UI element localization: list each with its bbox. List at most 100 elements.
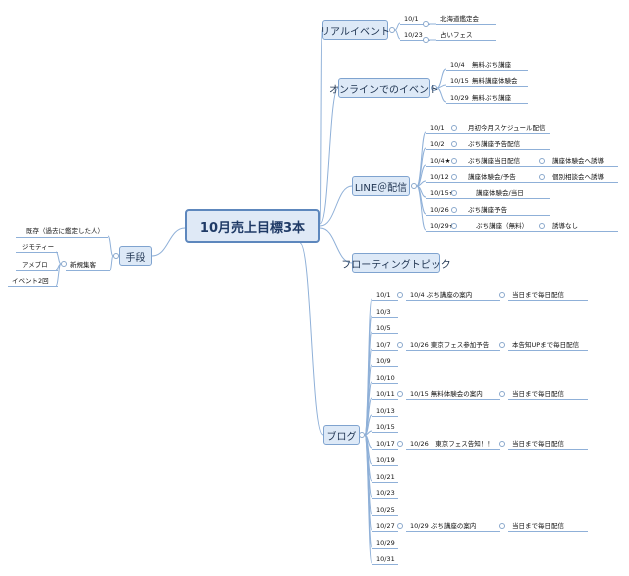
online-event-date[interactable]: 10/4: [450, 61, 465, 69]
link-line-6: [416, 185, 427, 231]
line-date[interactable]: 10/26: [430, 206, 449, 214]
collapse-toggle-icon[interactable]: [499, 292, 505, 298]
line-date[interactable]: 10/15★: [430, 189, 455, 197]
blog-item[interactable]: 10/4 ぷち講座の案内: [410, 291, 473, 299]
collapse-toggle-icon[interactable]: [397, 523, 403, 529]
blog-item[interactable]: 10/15 無料体験会の案内: [410, 390, 483, 398]
line-item-sub[interactable]: 個別相談会へ誘導: [552, 173, 604, 181]
means-new-child[interactable]: アメブロ: [22, 261, 48, 269]
blog-date[interactable]: 10/25: [376, 506, 395, 514]
blog-item-sub[interactable]: 当日まで毎日配信: [512, 522, 564, 530]
branch-blog[interactable]: ブログ: [323, 425, 360, 445]
blog-item-sub[interactable]: 本告知UPまで毎日配信: [512, 341, 580, 349]
blog-date[interactable]: 10/27: [376, 522, 395, 530]
blog-date[interactable]: 10/11: [376, 390, 395, 398]
line-item[interactable]: 月初今月スケジュール配信: [468, 124, 546, 132]
blog-date[interactable]: 10/10: [376, 374, 395, 382]
collapse-toggle-icon[interactable]: [451, 190, 457, 196]
blog-date[interactable]: 10/21: [376, 473, 395, 481]
blog-item[interactable]: 10/26 東京フェス参加予告: [410, 341, 490, 349]
means-new-customers[interactable]: 新規集客: [70, 261, 96, 269]
line-item[interactable]: ぷち講座予告配信: [468, 140, 521, 148]
collapse-toggle-icon[interactable]: [423, 21, 429, 27]
collapse-toggle-icon[interactable]: [397, 342, 403, 348]
line-item-sub[interactable]: 誘導なし: [552, 222, 578, 230]
collapse-toggle-icon[interactable]: [539, 174, 545, 180]
real-event-item[interactable]: 北海道鑑定会: [440, 15, 479, 23]
collapse-toggle-icon[interactable]: [539, 223, 545, 229]
online-event-underline: [446, 103, 528, 104]
collapse-toggle-icon[interactable]: [397, 292, 403, 298]
line-item[interactable]: ぷち講座当日配信: [468, 157, 521, 165]
blog-date[interactable]: 10/17: [376, 440, 395, 448]
branch-floating-topic[interactable]: フローティングトピック: [341, 253, 451, 273]
blog-date[interactable]: 10/29: [376, 539, 395, 547]
blog-date[interactable]: 10/1: [376, 291, 391, 299]
branch-online-event[interactable]: オンラインでのイベント: [329, 78, 439, 98]
online-event-underline: [446, 70, 528, 71]
collapse-toggle-icon[interactable]: [499, 342, 505, 348]
collapse-toggle-icon[interactable]: [451, 158, 457, 164]
real-event-date[interactable]: 10/1: [404, 15, 419, 23]
collapse-toggle-icon[interactable]: [113, 253, 119, 259]
blog-item-sub[interactable]: 当日まで毎日配信: [512, 440, 564, 448]
collapse-toggle-icon[interactable]: [411, 183, 417, 189]
blog-date[interactable]: 10/13: [376, 407, 395, 415]
line-item[interactable]: 講座体験会/当日: [476, 189, 524, 197]
collapse-toggle-icon[interactable]: [431, 85, 437, 91]
collapse-toggle-icon[interactable]: [61, 261, 67, 267]
blog-item[interactable]: 10/26 東京フェス告知！！: [410, 440, 494, 448]
line-item-underline: [462, 149, 550, 150]
collapse-toggle-icon[interactable]: [499, 523, 505, 529]
line-date[interactable]: 10/1: [430, 124, 445, 132]
collapse-toggle-icon[interactable]: [499, 441, 505, 447]
collapse-toggle-icon[interactable]: [451, 174, 457, 180]
branch-line[interactable]: LINE＠配信: [352, 176, 410, 196]
means-new-underline: [66, 270, 110, 271]
blog-date[interactable]: 10/3: [376, 308, 391, 316]
collapse-toggle-icon[interactable]: [539, 158, 545, 164]
blog-item-sub[interactable]: 当日まで毎日配信: [512, 291, 564, 299]
real-event-date[interactable]: 10/23: [404, 31, 423, 39]
collapse-toggle-icon[interactable]: [423, 37, 429, 43]
root-topic[interactable]: 10月売上目標3本: [185, 209, 320, 243]
means-new-child[interactable]: イベント2回: [12, 277, 49, 285]
collapse-toggle-icon[interactable]: [397, 391, 403, 397]
line-date[interactable]: 10/29★: [430, 222, 455, 230]
online-event-item[interactable]: 無料講座体験会: [472, 77, 518, 85]
collapse-toggle-icon[interactable]: [499, 391, 505, 397]
line-item-sub[interactable]: 講座体験会へ誘導: [552, 157, 604, 165]
collapse-toggle-icon[interactable]: [451, 141, 457, 147]
line-date[interactable]: 10/2: [430, 140, 445, 148]
online-event-date[interactable]: 10/29: [450, 94, 469, 102]
line-item[interactable]: ぷち講座（無料）: [476, 222, 529, 230]
blog-date[interactable]: 10/5: [376, 324, 391, 332]
blog-date-underline: [372, 383, 398, 384]
collapse-toggle-icon[interactable]: [451, 223, 457, 229]
blog-date[interactable]: 10/9: [376, 357, 391, 365]
collapse-toggle-icon[interactable]: [451, 207, 457, 213]
line-date[interactable]: 10/12: [430, 173, 449, 181]
online-event-item[interactable]: 無料ぷち講座: [472, 94, 512, 102]
means-new-child[interactable]: ジモティー: [22, 243, 55, 251]
blog-date[interactable]: 10/19: [376, 456, 395, 464]
branch-means[interactable]: 手段: [119, 246, 152, 266]
collapse-toggle-icon[interactable]: [451, 125, 457, 131]
line-date[interactable]: 10/4★: [430, 157, 451, 165]
collapse-toggle-icon[interactable]: [389, 27, 395, 33]
collapse-toggle-icon[interactable]: [397, 441, 403, 447]
line-item[interactable]: 講座体験会/予告: [468, 173, 516, 181]
blog-date[interactable]: 10/31: [376, 555, 395, 563]
real-event-item[interactable]: 占いフェス: [440, 31, 473, 39]
online-event-date[interactable]: 10/15: [450, 77, 469, 85]
blog-date[interactable]: 10/15: [376, 423, 395, 431]
blog-item-sub[interactable]: 当日まで毎日配信: [512, 390, 564, 398]
line-item[interactable]: ぷち講座予告: [468, 206, 508, 214]
link-online-2: [436, 87, 447, 103]
blog-date[interactable]: 10/23: [376, 489, 395, 497]
means-existing[interactable]: 既存（過去に鑑定した人）: [26, 227, 104, 235]
blog-date[interactable]: 10/7: [376, 341, 391, 349]
blog-item[interactable]: 10/29 ぷち講座の案内: [410, 522, 477, 530]
online-event-item[interactable]: 無料ぷち講座: [472, 61, 512, 69]
branch-real-event[interactable]: リアルイベント: [320, 20, 390, 40]
